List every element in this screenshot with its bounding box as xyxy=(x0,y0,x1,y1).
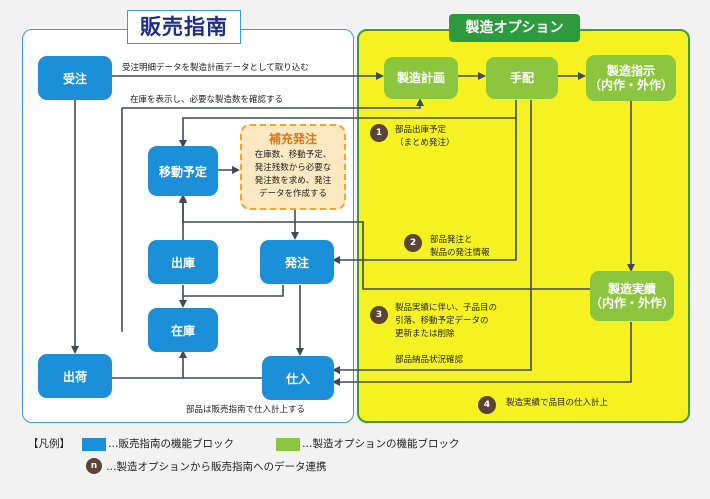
legend-label: 【凡例】 xyxy=(28,438,70,450)
transfer-plan-label: 移動予定 xyxy=(158,164,207,179)
inventory-label: 在庫 xyxy=(170,323,195,338)
stock-check-note: 在庫を表示し、必要な製造数を確認する xyxy=(130,95,284,105)
shipment-out-block[interactable]: 出庫 xyxy=(148,240,218,284)
number-3-badge: 3 xyxy=(370,306,388,324)
legend-blue-swatch xyxy=(82,438,106,451)
shipment-out-label: 出庫 xyxy=(170,255,195,270)
manufacturing-instruction-block[interactable]: 製造指示 （内作・外作） xyxy=(586,55,676,101)
purchase-order-label: 発注 xyxy=(284,255,309,270)
arrangement-label: 手配 xyxy=(509,71,534,85)
purchase-receipt-block[interactable]: 仕入 xyxy=(262,356,334,400)
legend-green-text: …製造オプションの機能ブロック xyxy=(302,438,460,450)
note-2: 部品発注と 製品の発注情報 xyxy=(430,235,490,258)
shipping-label: 出荷 xyxy=(62,369,87,384)
manufacturing-instruction-label: 製造指示 xyxy=(606,64,655,78)
manufacturing-option-title: 製造オプション xyxy=(449,14,580,42)
replenishment-order-box: 補充発注 在庫数、移動予定、 発注残数から必要な 発注数を求め、発注 データを作… xyxy=(240,124,346,210)
arrangement-block[interactable]: 手配 xyxy=(486,57,558,99)
number-1-badge: 1 xyxy=(370,124,388,142)
order-label: 受注 xyxy=(62,71,87,86)
shipping-block[interactable]: 出荷 xyxy=(38,354,112,398)
parts-purchase-note: 部品は販売指南で仕入計上する xyxy=(186,405,306,415)
note-3: 製品実績に伴い、子品目の 引落、移動予定データの 更新または削除 xyxy=(395,303,498,339)
purchase-receipt-label: 仕入 xyxy=(285,371,310,386)
legend-green-swatch xyxy=(276,438,300,451)
note-1: 部品出庫予定 （まとめ発注） xyxy=(395,125,455,148)
legend-n-text: …製造オプションから販売指南へのデータ連携 xyxy=(106,461,327,473)
transfer-plan-block[interactable]: 移動予定 xyxy=(148,146,218,196)
manufacturing-instruction-sub: （内作・外作） xyxy=(588,78,673,92)
number-2-badge: 2 xyxy=(404,234,422,252)
inventory-block[interactable]: 在庫 xyxy=(148,308,218,352)
manufacturing-result-label: 製造実績 xyxy=(607,282,656,296)
parts-delivery-note: 部品納品状況確認 xyxy=(395,355,464,365)
replenishment-body: 在庫数、移動予定、 発注残数から必要な 発注数を求め、発注 データを作成する xyxy=(254,150,332,199)
manufacturing-plan-block[interactable]: 製造計画 xyxy=(384,57,458,99)
import-note: 受注明細データを製造計画データとして取り込む xyxy=(122,63,309,73)
manufacturing-result-sub: （内作・外作） xyxy=(590,296,675,310)
order-block[interactable]: 受注 xyxy=(38,56,112,100)
note-4: 製造実績で品目の仕入計上 xyxy=(506,398,609,408)
manufacturing-result-block[interactable]: 製造実績 （内作・外作） xyxy=(590,271,674,321)
replenishment-title: 補充発注 xyxy=(268,132,317,146)
legend-n-badge: n xyxy=(86,458,102,474)
legend-blue-text: …販売指南の機能ブロック xyxy=(108,438,234,450)
sales-guide-title: 販売指南 xyxy=(127,10,241,44)
purchase-order-block[interactable]: 発注 xyxy=(260,240,334,284)
manufacturing-plan-label: 製造計画 xyxy=(396,71,445,85)
number-4-badge: 4 xyxy=(478,396,496,414)
